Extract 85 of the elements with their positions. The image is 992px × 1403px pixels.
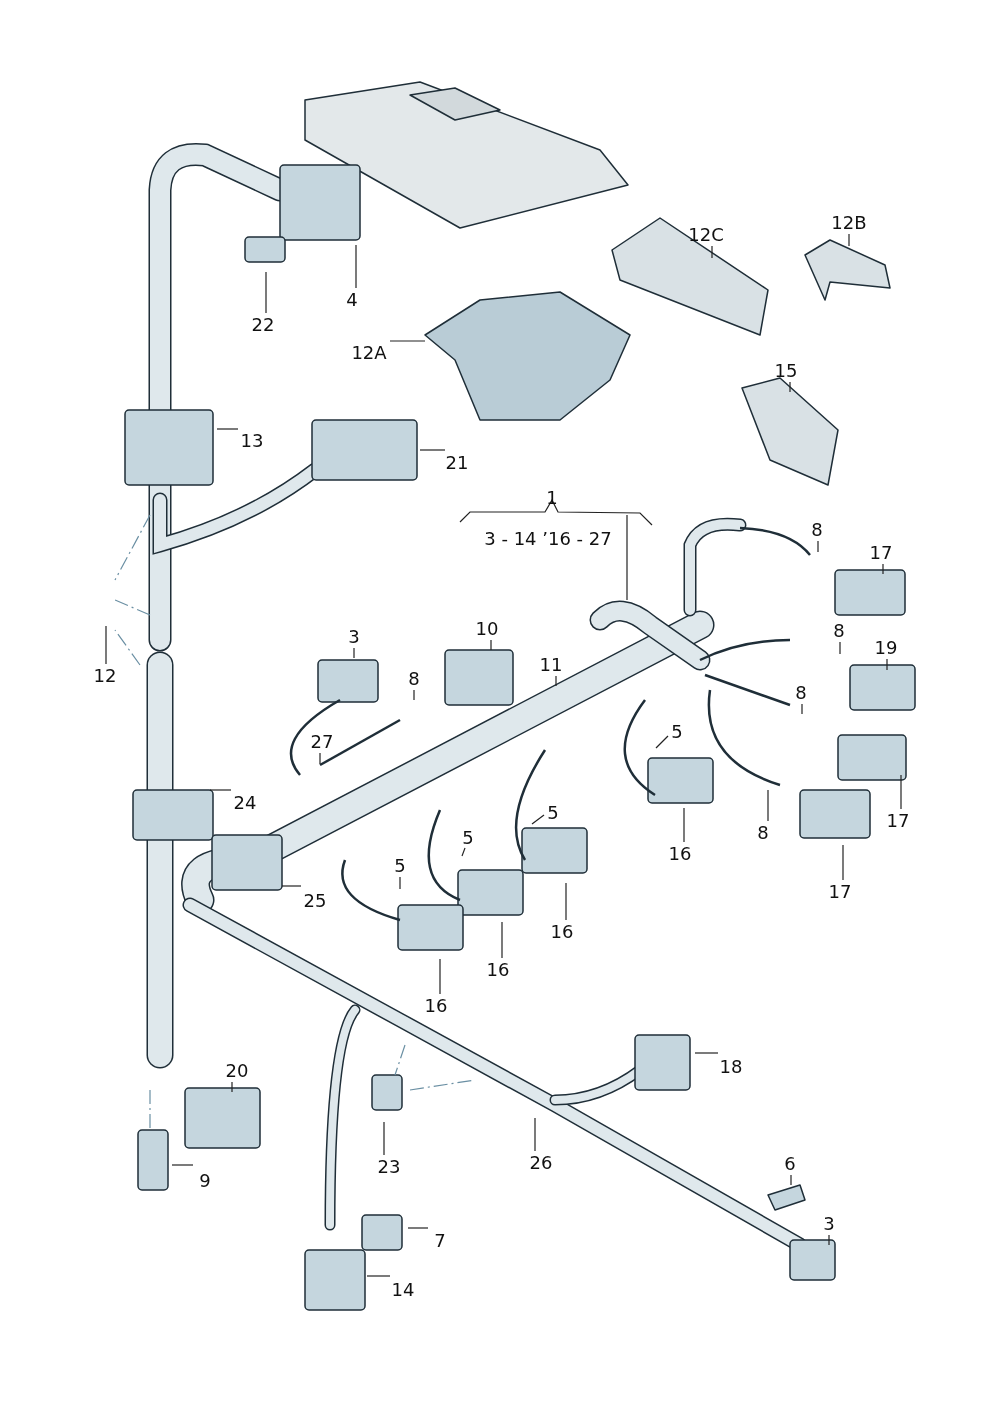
leader-line xyxy=(399,876,401,890)
leader-line xyxy=(900,774,902,810)
callout-number: 5 xyxy=(670,722,684,742)
leader-line xyxy=(655,735,669,749)
leader-line xyxy=(501,921,503,959)
leader-line xyxy=(626,514,628,601)
callout-number: 1 xyxy=(545,488,559,508)
leader-line xyxy=(683,807,685,843)
leader-line xyxy=(439,958,441,995)
callout-number: 12A xyxy=(350,343,388,363)
callout-number: 26 xyxy=(528,1153,554,1173)
callout-number: 8 xyxy=(756,823,770,843)
callout-number: 14 xyxy=(390,1280,416,1300)
leader-line xyxy=(461,847,466,857)
leader-line xyxy=(209,789,232,791)
leader-line xyxy=(413,689,415,701)
leader-line xyxy=(216,428,239,430)
callout-number: 20 xyxy=(224,1061,250,1081)
leader-line xyxy=(419,449,446,451)
callout-number: 21 xyxy=(444,453,470,473)
callout-number: 15 xyxy=(773,361,799,381)
callout-number: 19 xyxy=(873,638,899,658)
callout-number: 17 xyxy=(868,543,894,563)
callout-number: 3 xyxy=(822,1214,836,1234)
leader-line xyxy=(694,1052,719,1054)
callout-number: 3 xyxy=(347,627,361,647)
leader-line xyxy=(790,1174,792,1186)
callout-number: 25 xyxy=(302,891,328,911)
part-range-label: 3 - 14 ’16 - 27 xyxy=(483,529,613,549)
callout-number: 16 xyxy=(423,996,449,1016)
callout-number: 24 xyxy=(232,793,258,813)
callout-number: 7 xyxy=(433,1231,447,1251)
leader-line xyxy=(842,844,844,881)
leader-line xyxy=(383,1121,385,1156)
leader-line xyxy=(801,703,803,715)
leader-line xyxy=(407,1227,429,1229)
callout-number: 10 xyxy=(474,619,500,639)
callout-number: 8 xyxy=(794,683,808,703)
callout-number: 13 xyxy=(239,431,265,451)
leader-line xyxy=(555,675,557,687)
callout-number: 9 xyxy=(198,1171,212,1191)
leader-line xyxy=(231,1081,233,1093)
leader-line xyxy=(389,340,426,342)
callout-number: 5 xyxy=(461,828,475,848)
leader-line xyxy=(767,789,769,822)
leader-line xyxy=(105,625,107,665)
leader-line xyxy=(281,885,302,887)
callout-number: 17 xyxy=(885,811,911,831)
leader-line xyxy=(886,658,888,671)
leader-line xyxy=(565,882,567,921)
callout-number: 27 xyxy=(309,732,335,752)
leader-line xyxy=(490,639,492,651)
leader-line xyxy=(711,245,713,259)
leader-line xyxy=(353,647,355,659)
callout-number: 18 xyxy=(718,1057,744,1077)
leader-line xyxy=(839,641,841,655)
leader-line xyxy=(828,1234,830,1246)
callout-number: 5 xyxy=(393,856,407,876)
callout-number: 16 xyxy=(485,960,511,980)
leader-line xyxy=(265,271,267,314)
callout-number: 16 xyxy=(667,844,693,864)
callout-number: 12C xyxy=(687,225,725,245)
callout-number: 22 xyxy=(250,315,276,335)
leader-line xyxy=(789,381,791,393)
callout-number: 12 xyxy=(92,666,118,686)
callout-number: 11 xyxy=(538,655,564,675)
leader-line xyxy=(171,1164,194,1166)
callout-number: 4 xyxy=(345,290,359,310)
callout-number: 12B xyxy=(830,213,868,233)
callout-number: 5 xyxy=(546,803,560,823)
leader-line xyxy=(319,752,321,765)
leader-line xyxy=(534,1117,536,1152)
callout-number: 17 xyxy=(827,882,853,902)
leader-line xyxy=(355,244,357,289)
callout-number: 8 xyxy=(832,621,846,641)
callout-number: 6 xyxy=(783,1154,797,1174)
callout-number: 16 xyxy=(549,922,575,942)
callout-number: 23 xyxy=(376,1157,402,1177)
callout-number: 8 xyxy=(407,669,421,689)
callout-number: 8 xyxy=(810,520,824,540)
leader-line xyxy=(848,233,850,247)
leader-line xyxy=(366,1275,391,1277)
leader-line xyxy=(531,814,545,825)
leader-line xyxy=(817,540,819,553)
leader-line xyxy=(882,563,884,575)
